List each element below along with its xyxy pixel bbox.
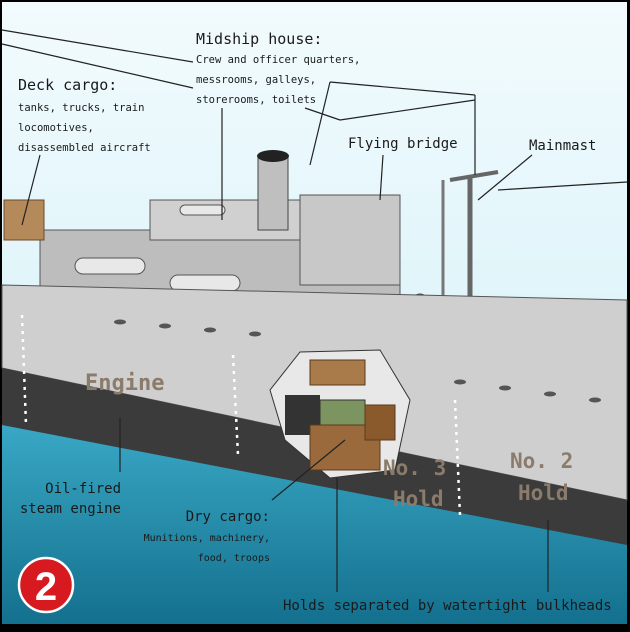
dry-cargo-title: Dry cargo: [186, 509, 270, 525]
engine-label-2: steam engine [20, 501, 121, 517]
midship-house-title: Midship house: [196, 30, 322, 48]
leader-lines [1, 29, 628, 592]
portholes [114, 319, 601, 403]
dry-cargo-line-2: food, troops [198, 553, 270, 564]
bulkheads-label: Holds separated by watertight bulkheads [283, 598, 612, 614]
hold-3-number: No. 3 [383, 456, 446, 480]
midship-line-3: storerooms, toilets [196, 94, 316, 106]
deck-cargo-line-1: tanks, trucks, train [18, 102, 144, 114]
hold-3-label: Hold [393, 487, 444, 511]
step-number: 2 [35, 565, 57, 609]
deck-cargo-line-3: disassembled aircraft [18, 142, 151, 154]
deck-cargo-line-2: locomotives, [18, 122, 94, 134]
water [2, 420, 627, 624]
hold-2-label: Hold [518, 481, 569, 505]
dry-cargo [285, 359, 396, 471]
flying-bridge-label: Flying bridge [348, 136, 458, 152]
mainmast-label: Mainmast [529, 138, 596, 154]
hold-2-number: No. 2 [510, 449, 573, 473]
bulkhead-lines [20, 314, 462, 516]
deck-cargo-title: Deck cargo: [18, 76, 117, 94]
midship-line-2: messrooms, galleys, [196, 74, 316, 86]
engine-room-label: Engine [85, 371, 164, 396]
engine-label-1: Oil-fired [45, 481, 121, 497]
step-badge: 2 [17, 556, 75, 614]
dry-cargo-line-1: Munitions, machinery, [144, 533, 270, 544]
midship-line-1: Crew and officer quarters, [196, 54, 360, 66]
